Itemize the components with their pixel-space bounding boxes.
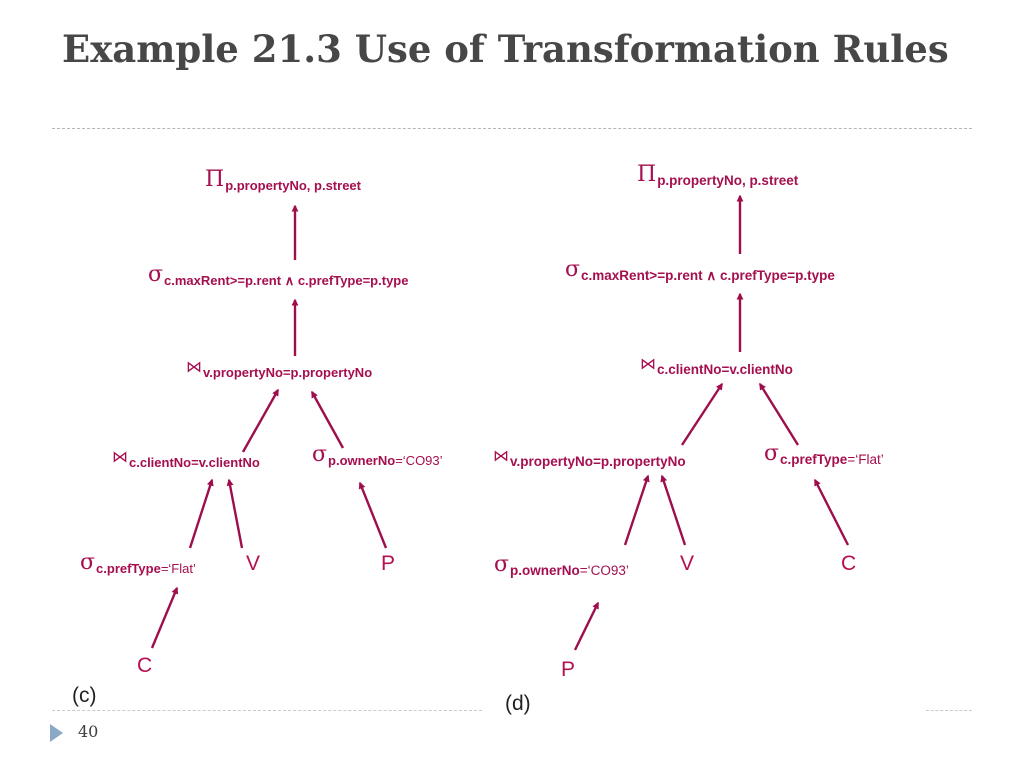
operator-predicate: p.propertyNo, p.street [225, 178, 361, 193]
tree-node-join: ⋈v.propertyNo=p.propertyNo [493, 446, 686, 469]
relation-name: P [381, 552, 395, 575]
tree-edge-arrow [241, 388, 280, 453]
relation-name: V [246, 552, 260, 575]
operator-label: Πp.propertyNo, p.street [205, 167, 362, 193]
bowtie-join-icon: ⋈ [186, 357, 202, 376]
tree-edge-arrow [358, 481, 388, 549]
operator-label: ⋈v.propertyNo=p.propertyNo [493, 446, 686, 469]
tree-edge-arrow [573, 601, 600, 651]
operator-predicate: c.clientNo=v.clientNo [657, 362, 793, 377]
tree-node-selection: σp.ownerNo=‘CO93’ [312, 442, 443, 468]
title-divider [52, 128, 972, 129]
pi-symbol-icon: Π [205, 167, 224, 192]
tree-edge-arrow [310, 390, 345, 449]
tree-edge-arrow [758, 382, 800, 446]
page-number: 40 [78, 722, 99, 741]
relation-name: C [841, 552, 856, 575]
operator-label: σc.prefType=‘Flat’ [80, 550, 196, 576]
tree-node-relation: C [841, 552, 856, 575]
tree-node-relation: V [246, 552, 260, 575]
footer-divider-left [52, 710, 482, 711]
relation-name: V [680, 552, 694, 575]
sigma-symbol-icon: σ [312, 442, 327, 467]
operator-label: ⋈c.clientNo=v.clientNo [640, 354, 793, 377]
tree-edge-arrow [623, 474, 650, 546]
tree-node-selection: σc.prefType=‘Flat’ [80, 550, 196, 576]
sigma-symbol-icon: σ [80, 550, 95, 575]
operator-predicate: c.maxRent>=p.rent ∧ c.prefType=p.type [164, 273, 408, 288]
tree-edge-arrow [660, 474, 687, 546]
tree-node-selection: σp.ownerNo=‘CO93’ [494, 552, 629, 578]
tree-node-relation: C [137, 654, 152, 677]
tree-nodes: Πp.propertyNo, p.streetσc.maxRent>=p.ren… [80, 162, 884, 681]
sigma-symbol-icon: σ [494, 552, 509, 577]
operator-label: σc.maxRent>=p.rent ∧ c.prefType=p.type [148, 262, 408, 288]
predicate-constant: =‘Flat’ [161, 561, 196, 576]
tree-node-selection: σc.maxRent>=p.rent ∧ c.prefType=p.type [565, 257, 835, 283]
footer-divider-right [926, 710, 972, 711]
tree-edges [150, 194, 850, 651]
operator-label: ⋈c.clientNo=v.clientNo [112, 447, 260, 470]
operator-label: σp.ownerNo=‘CO93’ [494, 552, 629, 578]
tree-node-relation: V [680, 552, 694, 575]
slide-title: Example 21.3 Use of Transformation Rules [62, 27, 949, 71]
tree-node-projection: Πp.propertyNo, p.street [205, 167, 362, 193]
operator-label: Πp.propertyNo, p.street [637, 162, 799, 188]
operator-predicate: c.maxRent>=p.rent ∧ c.prefType=p.type [581, 268, 835, 283]
panel-label-d: (d) [505, 692, 531, 715]
relation-name: P [561, 658, 575, 681]
tree-node-join: ⋈v.propertyNo=p.propertyNo [186, 357, 372, 380]
operator-predicate: p.ownerNo [510, 563, 580, 578]
operator-label: σp.ownerNo=‘CO93’ [312, 442, 443, 468]
operator-predicate: c.clientNo=v.clientNo [129, 455, 260, 470]
operator-label: ⋈v.propertyNo=p.propertyNo [186, 357, 372, 380]
bowtie-join-icon: ⋈ [112, 447, 128, 466]
sigma-symbol-icon: σ [764, 441, 779, 466]
tree-edge-arrow [226, 478, 244, 549]
tree-edge-arrow [813, 478, 850, 546]
panel-label-c: (c) [72, 684, 97, 707]
operator-label: σc.maxRent>=p.rent ∧ c.prefType=p.type [565, 257, 835, 283]
tree-node-selection: σc.maxRent>=p.rent ∧ c.prefType=p.type [148, 262, 408, 288]
tree-edge-arrow [188, 478, 214, 549]
operator-predicate: c.prefType [780, 452, 848, 467]
sigma-symbol-icon: σ [565, 257, 580, 282]
tree-node-relation: P [381, 552, 395, 575]
operator-predicate: v.propertyNo=p.propertyNo [203, 365, 372, 380]
tree-edge-arrow [680, 382, 724, 446]
predicate-constant: =‘CO93’ [580, 563, 629, 578]
triangle-bullet-icon [50, 724, 63, 742]
tree-node-projection: Πp.propertyNo, p.street [637, 162, 799, 188]
sigma-symbol-icon: σ [148, 262, 163, 287]
pi-symbol-icon: Π [637, 162, 656, 187]
tree-node-join: ⋈c.clientNo=v.clientNo [640, 354, 793, 377]
tree-node-join: ⋈c.clientNo=v.clientNo [112, 447, 260, 470]
tree-node-selection: σc.prefType=‘Flat’ [764, 441, 884, 467]
predicate-constant: =‘CO93’ [395, 453, 442, 468]
operator-predicate: c.prefType [96, 561, 161, 576]
operator-label: σc.prefType=‘Flat’ [764, 441, 884, 467]
tree-node-relation: P [561, 658, 575, 681]
tree-edge-arrow [150, 586, 179, 649]
bowtie-join-icon: ⋈ [640, 354, 656, 373]
bowtie-join-icon: ⋈ [493, 446, 509, 465]
relation-name: C [137, 654, 152, 677]
operator-predicate: v.propertyNo=p.propertyNo [510, 454, 686, 469]
predicate-constant: =‘Flat’ [847, 452, 883, 467]
operator-predicate: p.ownerNo [328, 453, 395, 468]
operator-predicate: p.propertyNo, p.street [657, 173, 799, 188]
